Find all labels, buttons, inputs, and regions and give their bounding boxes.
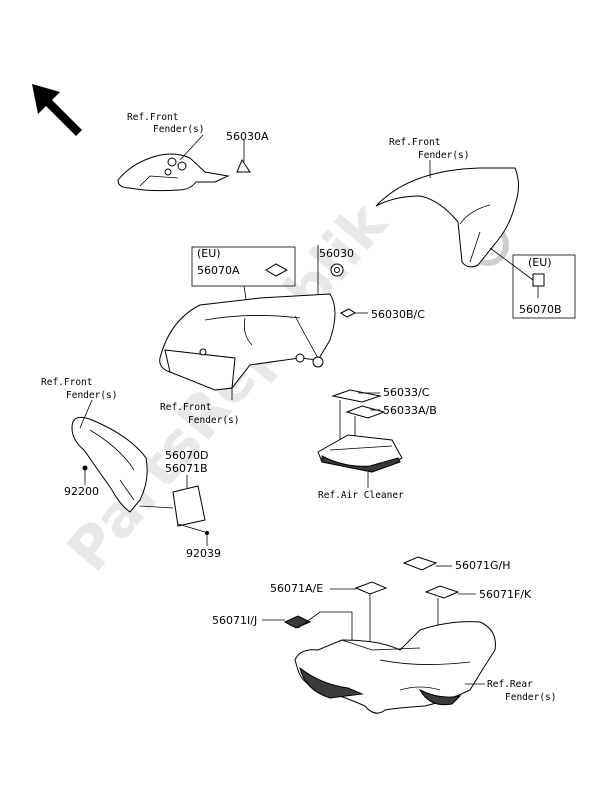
eu-tag-left: (EU) — [197, 247, 221, 260]
eu-tag-right: (EU) — [528, 256, 552, 269]
front-fender-mid-left-part — [71, 416, 148, 513]
label-56030BC: 56030B/C — [371, 308, 425, 321]
ref-rear-fender-line1: Ref.Rear — [487, 679, 533, 690]
label-56030: 56030 — [319, 247, 354, 260]
label-92039: 92039 — [186, 547, 221, 560]
label-56070D: 56070D — [165, 449, 208, 462]
ref-front-fender-tl-line2: Fender(s) — [153, 124, 204, 135]
ref-front-fender-tr-line1: Ref.Front — [389, 137, 440, 148]
ref-front-fender-ml-line1: Ref.Front — [41, 377, 92, 388]
label-56030BC-sticker — [340, 308, 356, 318]
label-56071IJ-sticker — [283, 615, 312, 629]
ref-front-fender-center-line1: Ref.Front — [160, 402, 211, 413]
eu-callout-box-left — [191, 246, 296, 287]
front-fender-top-left-part — [117, 153, 251, 192]
label-56071FK-sticker — [424, 585, 460, 599]
ref-front-fender-tl-line1: Ref.Front — [127, 112, 178, 123]
label-56070B: 56070B — [519, 303, 562, 316]
label-56071GH: 56071G/H — [455, 559, 511, 572]
front-fender-top-right-part — [375, 167, 519, 268]
label-56030A: 56030A — [226, 130, 269, 143]
part-92200-clip — [82, 465, 88, 471]
label-56071GH-sticker — [402, 556, 438, 571]
eu-callout-box-right — [512, 254, 576, 319]
label-56071B: 56071B — [165, 462, 208, 475]
label-56033AB: 56033A/B — [383, 404, 437, 417]
label-56033AB-sticker — [345, 405, 386, 419]
label-56070A-sticker — [265, 263, 289, 277]
label-56071IJ: 56071I/J — [212, 614, 257, 627]
air-cleaner-part — [317, 434, 403, 473]
label-56070B-sticker — [532, 273, 545, 287]
ref-front-fender-center-line2: Fender(s) — [188, 415, 239, 426]
ref-front-fender-ml-line2: Fender(s) — [66, 390, 117, 401]
label-56070A: 56070A — [197, 264, 240, 277]
label-56071B-sticker — [172, 485, 206, 527]
arrow-up-left-icon — [32, 84, 82, 136]
label-56071AE: 56071A/E — [270, 582, 323, 595]
label-56071FK: 56071F/K — [479, 588, 532, 601]
rear-fender-part — [294, 621, 496, 714]
ref-front-fender-tr-line2: Fender(s) — [418, 150, 469, 161]
label-56071AE-sticker — [354, 581, 388, 595]
label-56033C: 56033/C — [383, 386, 430, 399]
label-56033C-sticker — [331, 389, 382, 403]
center-body-part — [159, 293, 336, 391]
ref-rear-fender-line2: Fender(s) — [505, 692, 556, 703]
label-92200: 92200 — [64, 485, 99, 498]
ref-air-cleaner: Ref.Air Cleaner — [318, 490, 404, 501]
